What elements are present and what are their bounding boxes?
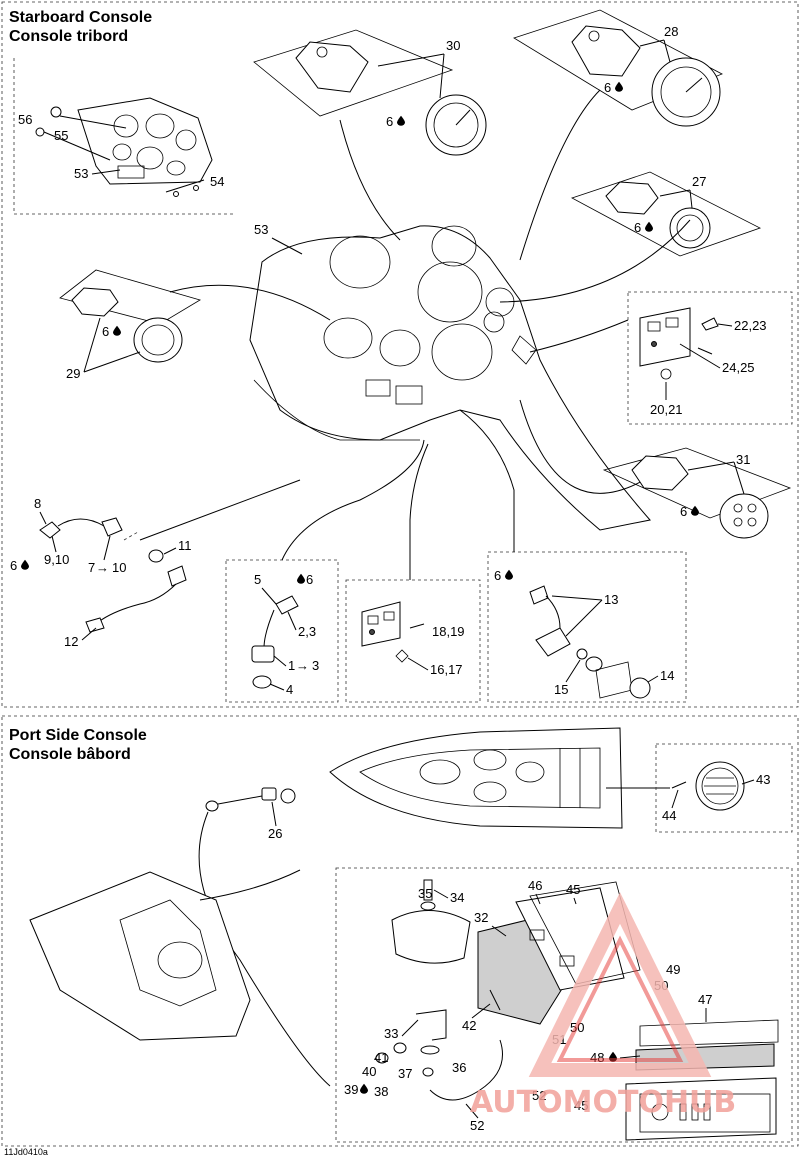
callout-28: 28 (664, 24, 678, 39)
switch-panel (639, 307, 719, 380)
starboard-title-en: Starboard Console (9, 9, 153, 26)
callout-35: 35 (418, 886, 432, 901)
callout-33: 33 (384, 1026, 398, 1041)
callout-27: 27 (692, 174, 706, 189)
callout-14: 14 (660, 668, 674, 683)
callout-32: 32 (474, 910, 488, 925)
callout-16-17: 16,17 (430, 662, 463, 677)
callout-6-5: 6 (306, 572, 313, 587)
callout-38: 38 (374, 1084, 388, 1099)
cable-26 (205, 787, 296, 812)
callout-3: 3 (312, 658, 319, 673)
callout-10: 10 (112, 560, 126, 575)
callout-31: 31 (736, 452, 750, 467)
callout-20-21: 20,21 (650, 402, 683, 417)
callout-29: 29 (66, 366, 80, 381)
callout-55: 55 (54, 128, 68, 143)
drop-icon (615, 81, 623, 92)
callout-53-inset: 53 (74, 166, 88, 181)
callout-41: 41 (374, 1050, 388, 1065)
callout-47: 47 (698, 992, 712, 1007)
callout-7: 7 (88, 560, 95, 575)
callout-34: 34 (450, 890, 464, 905)
callout-37: 37 (398, 1066, 412, 1081)
arrow-right-icon: → (296, 658, 309, 673)
callout-26: 26 (268, 826, 282, 841)
drop-icon (645, 221, 653, 232)
drop-icon (397, 115, 405, 126)
callout-45-bottom: 45 (574, 1098, 588, 1113)
port-frame (1, 715, 799, 1147)
callout-52-right: 52 (532, 1088, 546, 1103)
callout-52-bottom: 52 (470, 1118, 484, 1133)
starboard-frame (1, 1, 799, 708)
callout-6-27: 6 (634, 220, 641, 235)
starboard-title: Starboard Console Console tribord (9, 8, 152, 46)
drop-icon (505, 569, 513, 580)
main-console (249, 225, 651, 531)
boat-top-view (329, 727, 623, 829)
callout-54: 54 (210, 174, 224, 189)
callout-36: 36 (452, 1060, 466, 1075)
callout-42: 42 (462, 1018, 476, 1033)
gauge-27 (605, 181, 711, 249)
callout-43: 43 (756, 772, 770, 787)
callout-6-28: 6 (604, 80, 611, 95)
callout-2-3: 2,3 (298, 624, 316, 639)
callout-39: 39 (344, 1082, 358, 1097)
harness-left (39, 517, 187, 633)
callout-22-23: 22,23 (734, 318, 767, 333)
gauge-30 (295, 41, 487, 156)
drop-icon (297, 573, 305, 584)
console-inset (35, 97, 213, 197)
callout-46: 46 (528, 878, 542, 893)
callout-49: 49 (666, 962, 680, 977)
callout-13: 13 (604, 592, 618, 607)
callout-6-13: 6 (494, 568, 501, 583)
callout-40: 40 (362, 1064, 376, 1079)
callout-8: 8 (34, 496, 41, 511)
connector-kit (251, 595, 299, 689)
drop-icon (360, 1083, 368, 1094)
drop-icon (21, 559, 29, 570)
arrow-right-icon: → (96, 560, 109, 575)
port-title-en: Port Side Console (9, 727, 147, 744)
callout-24-25: 24,25 (722, 360, 755, 375)
starboard-title-fr: Console tribord (9, 28, 129, 45)
callout-6-30: 6 (386, 114, 393, 129)
callout-4: 4 (286, 682, 293, 697)
figure-reference: 11Jd0410a (4, 1147, 48, 1157)
callout-12: 12 (64, 634, 78, 649)
drop-icon (113, 325, 121, 336)
callout-53: 53 (254, 222, 268, 237)
port-title: Port Side Console Console bâbord (9, 726, 147, 764)
callout-6-8: 6 (10, 558, 17, 573)
gauge-28 (571, 25, 721, 127)
callout-48: 48 (590, 1050, 604, 1065)
speaker (671, 761, 745, 811)
switch-assembly (529, 585, 651, 699)
switch-kit (361, 601, 425, 663)
callout-30: 30 (446, 38, 460, 53)
callout-1: 1 (288, 658, 295, 673)
callout-5: 5 (254, 572, 261, 587)
callout-18-19: 18,19 (432, 624, 465, 639)
callout-6-31: 6 (680, 504, 687, 519)
gauge-31 (631, 455, 769, 539)
callout-11: 11 (178, 538, 192, 553)
watermark-text: AUTOMOTOHUB (470, 1085, 736, 1120)
callout-9-10: 9,10 (44, 552, 69, 567)
port-title-fr: Console bâbord (9, 746, 131, 763)
gauge-29 (71, 287, 183, 363)
callout-6-29: 6 (102, 324, 109, 339)
callout-15: 15 (554, 682, 568, 697)
watermark-logo: AUTOMOTOHUB (470, 892, 736, 1120)
callout-56: 56 (18, 112, 32, 127)
port-console (29, 871, 251, 1041)
callout-45: 45 (566, 882, 580, 897)
callout-44: 44 (662, 808, 676, 823)
drop-icon (691, 505, 699, 516)
